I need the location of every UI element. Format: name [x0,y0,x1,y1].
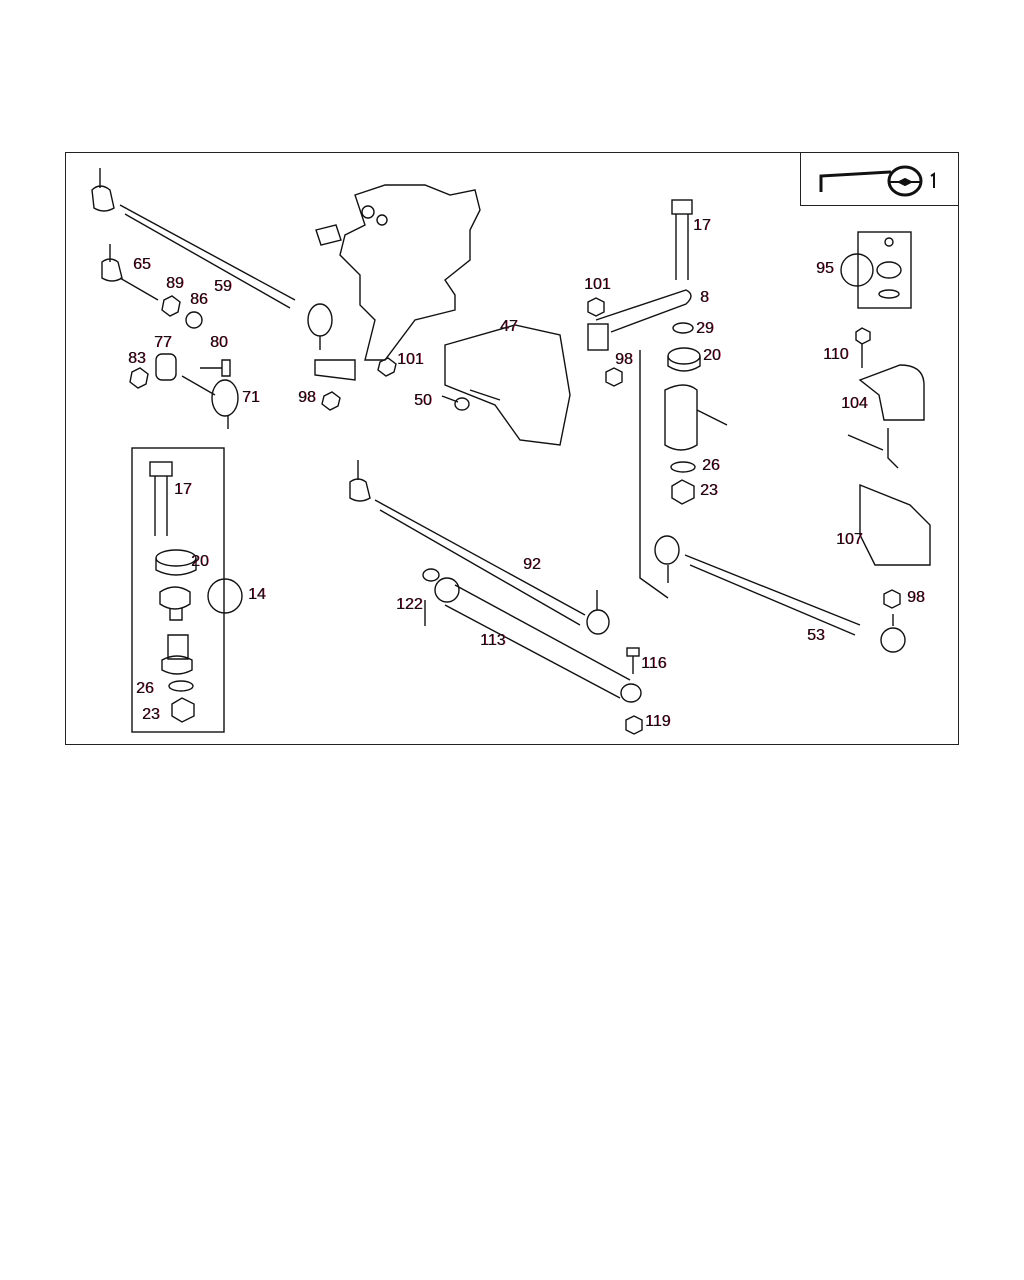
part-label[interactable]: 98 [298,389,316,406]
part-label[interactable]: 95 [816,260,834,277]
tie-rod-59 [91,168,333,350]
part-label[interactable]: 71 [242,389,260,406]
part-label[interactable]: 80 [210,334,228,351]
part-label[interactable]: 14 [248,586,266,603]
pitman-arm-8 [587,199,728,599]
part-label[interactable]: 26 [702,457,720,474]
part-label[interactable]: 107 [836,531,863,548]
part-label[interactable]: 98 [907,589,925,606]
part-label[interactable]: 77 [154,334,172,351]
service-kit-box [131,447,243,733]
part-label[interactable]: 104 [841,395,868,412]
part-label[interactable]: 20 [191,553,209,570]
part-label[interactable]: 113 [480,632,506,649]
part-label[interactable]: 23 [700,482,718,499]
part-label[interactable]: 26 [136,680,154,697]
diagram-frame [65,152,959,745]
steering-gear-housing [314,184,481,381]
part-label[interactable]: 110 [823,346,849,363]
part-label[interactable]: 122 [396,596,423,613]
part-label[interactable]: 89 [166,275,184,292]
tie-rod-end-71 [181,375,239,429]
part-label[interactable]: 119 [645,713,671,730]
tie-rod-53 [654,535,906,653]
parts-110-104-107 [847,327,931,566]
part-label[interactable]: 59 [214,278,232,295]
part-label[interactable]: 50 [414,392,432,409]
part-label[interactable]: 86 [190,291,208,308]
part-label[interactable]: 101 [584,276,611,293]
part-label[interactable]: 83 [128,350,146,367]
part-label[interactable]: 8 [700,289,709,306]
part-label[interactable]: 20 [703,347,721,364]
part-label[interactable]: 29 [696,320,714,337]
steering-wheel-icon [800,152,959,206]
part-label[interactable]: 23 [142,706,160,723]
part-label[interactable]: 47 [500,318,518,335]
tie-rod-end-65 [101,244,159,301]
part-label[interactable]: 101 [397,351,424,368]
tie-rod-92 [349,460,610,635]
kit-95-box [840,231,912,309]
part-label[interactable]: 92 [523,556,541,573]
part-label[interactable]: 53 [807,627,825,644]
part-label[interactable]: 17 [174,481,192,498]
part-label[interactable]: 98 [615,351,633,368]
part-label[interactable]: 116 [641,655,667,672]
part-label[interactable]: 65 [133,256,151,273]
part-label[interactable]: 17 [693,217,711,234]
bracket-47 [444,324,571,446]
nuts-98-101-50 [321,357,470,411]
nuts-89-86-83-77-80 [129,295,231,389]
damper-113 [422,568,643,735]
